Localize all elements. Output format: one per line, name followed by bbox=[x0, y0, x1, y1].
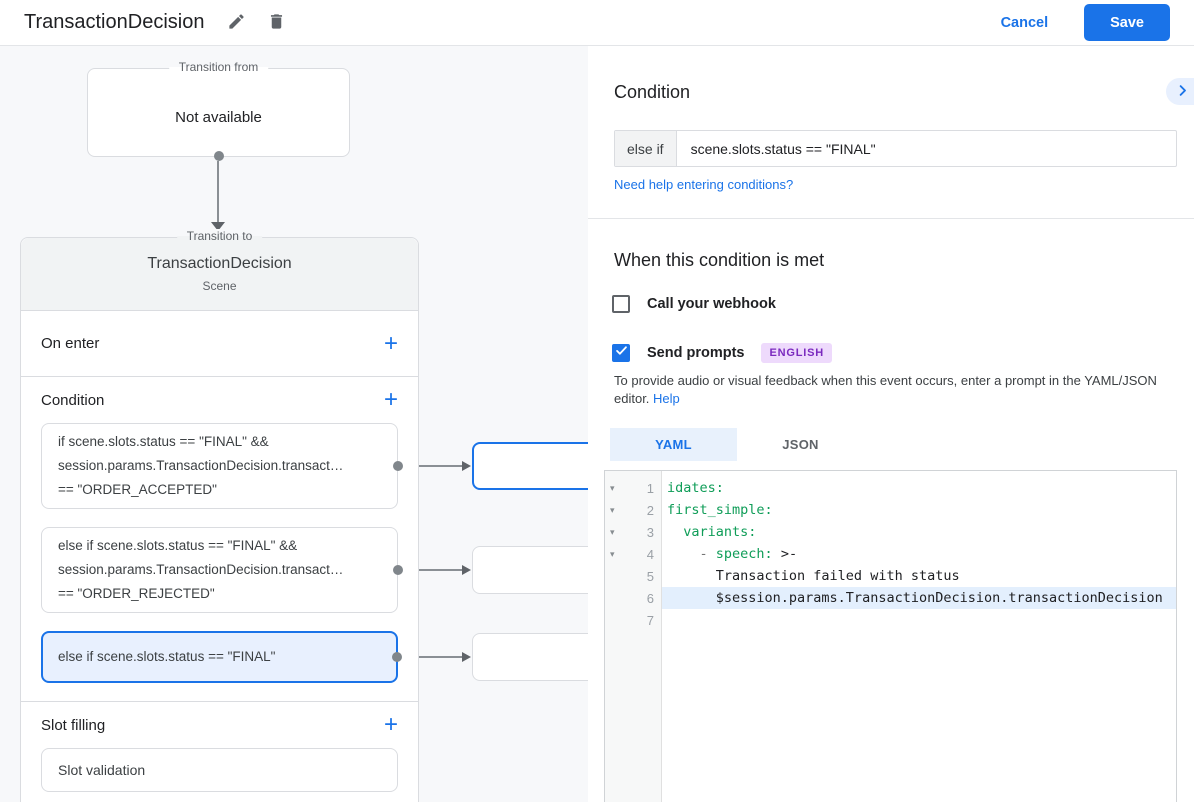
send-prompts-row[interactable]: Send prompts ENGLISH bbox=[612, 343, 832, 363]
send-prompts-checkbox-checked[interactable] bbox=[612, 344, 630, 362]
tab-yaml[interactable]: YAML bbox=[610, 428, 737, 461]
transition-to-legend: Transition to bbox=[176, 229, 263, 243]
editor-lines: ▾1 idates: ▾2 first_simple: ▾3 variants:… bbox=[605, 471, 1176, 631]
condition-arrow-1 bbox=[406, 461, 471, 471]
fold-arrow-icon[interactable]: ▾ bbox=[610, 526, 615, 537]
chevron-right-icon bbox=[1175, 83, 1190, 101]
prompts-description: To provide audio or visual feedback when… bbox=[614, 372, 1192, 408]
editor-line: 7 bbox=[646, 612, 654, 628]
checkmark-icon bbox=[615, 344, 628, 362]
add-on-enter-button[interactable]: + bbox=[383, 329, 398, 357]
condition-card-1[interactable]: if scene.slots.status == "FINAL" && sess… bbox=[41, 423, 403, 509]
condition-text-line: else if scene.slots.status == "FINAL" bbox=[58, 649, 276, 664]
scene-card-header: TransactionDecision Scene bbox=[21, 238, 418, 311]
condition-prefix: else if bbox=[615, 131, 677, 166]
fold-arrow-icon[interactable]: ▾ bbox=[610, 504, 615, 515]
yaml-code-editor[interactable]: ▾1 idates: ▾2 first_simple: ▾3 variants:… bbox=[604, 470, 1177, 802]
condition-text-line: session.params.TransactionDecision.trans… bbox=[58, 562, 344, 577]
flow-canvas: Transition from Not available Transition… bbox=[0, 46, 588, 802]
slot-filling-section-head: Slot filling + bbox=[21, 702, 418, 748]
condition-help-link[interactable]: Need help entering conditions? bbox=[614, 177, 794, 192]
editor-gutter bbox=[605, 471, 662, 802]
call-webhook-row[interactable]: Call your webhook bbox=[612, 295, 776, 313]
editor-tabs: YAML JSON bbox=[610, 428, 864, 461]
editor-line: ▾2 first_simple: bbox=[605, 499, 1176, 521]
collapse-panel-button[interactable] bbox=[1166, 78, 1194, 105]
condition-input[interactable] bbox=[676, 131, 1176, 166]
condition-arrow-3 bbox=[408, 652, 471, 662]
condition-arrow-2 bbox=[406, 565, 471, 575]
connector-dot bbox=[393, 461, 403, 471]
scene-name: TransactionDecision bbox=[147, 255, 292, 272]
page-title: TransactionDecision bbox=[24, 11, 205, 33]
condition-text-line: == "ORDER_REJECTED" bbox=[58, 586, 215, 601]
when-condition-met-title: When this condition is met bbox=[614, 250, 825, 270]
connector-line bbox=[217, 161, 219, 222]
condition-card-2[interactable]: else if scene.slots.status == "FINAL" &&… bbox=[41, 527, 403, 613]
webhook-checkbox-unchecked[interactable] bbox=[612, 295, 630, 313]
condition-text-line: session.params.TransactionDecision.trans… bbox=[58, 458, 344, 473]
fold-arrow-icon[interactable]: ▾ bbox=[610, 548, 615, 559]
webhook-label: Call your webhook bbox=[647, 296, 776, 312]
edit-title-button[interactable] bbox=[224, 11, 248, 35]
condition-text-line: if scene.slots.status == "FINAL" && bbox=[58, 434, 269, 449]
prompts-description-text: To provide audio or visual feedback when… bbox=[614, 373, 1157, 406]
tab-json[interactable]: JSON bbox=[737, 428, 864, 461]
connector-dot bbox=[214, 151, 224, 161]
add-slot-button[interactable]: + bbox=[383, 711, 398, 738]
editor-line: ▾4 - speech: >- bbox=[605, 543, 1176, 565]
condition-detail-panel: Condition else if Need help entering con… bbox=[588, 46, 1194, 802]
cancel-button[interactable]: Cancel bbox=[989, 7, 1061, 39]
send-prompts-label: Send prompts bbox=[647, 345, 745, 361]
transition-target-box-3[interactable] bbox=[472, 633, 588, 681]
fold-arrow-icon[interactable]: ▾ bbox=[610, 482, 615, 493]
section-divider bbox=[21, 701, 418, 702]
transition-target-box-2[interactable] bbox=[472, 546, 588, 594]
connector-dot bbox=[392, 652, 402, 662]
scene-type-label: Scene bbox=[202, 279, 237, 293]
editor-line: ▾1 idates: bbox=[605, 477, 1176, 499]
condition-input-group: else if bbox=[614, 130, 1177, 167]
trash-icon bbox=[267, 12, 286, 34]
arrow-down-icon bbox=[211, 222, 225, 231]
slot-validation-card[interactable]: Slot validation bbox=[41, 748, 398, 792]
transition-target-box-1[interactable] bbox=[472, 442, 588, 490]
slot-filling-label: Slot filling bbox=[41, 716, 106, 734]
on-enter-label: On enter bbox=[41, 335, 100, 352]
top-bar: TransactionDecision Cancel Save bbox=[0, 0, 1194, 46]
editor-line: 5 Transaction failed with status bbox=[646, 568, 960, 584]
pencil-icon bbox=[227, 12, 246, 34]
transition-from-box[interactable]: Transition from Not available bbox=[87, 60, 350, 161]
delete-scene-button[interactable] bbox=[264, 11, 288, 35]
transition-from-value: Not available bbox=[175, 109, 262, 126]
language-badge: ENGLISH bbox=[761, 343, 832, 363]
condition-text-line: == "ORDER_ACCEPTED" bbox=[58, 482, 217, 497]
condition-card-3-selected[interactable]: else if scene.slots.status == "FINAL" bbox=[41, 631, 402, 683]
on-enter-row: On enter + bbox=[21, 311, 418, 377]
connector-dot bbox=[393, 565, 403, 575]
condition-text-line: else if scene.slots.status == "FINAL" && bbox=[58, 538, 298, 553]
editor-line: ▾3 variants: bbox=[605, 521, 1176, 543]
condition-section-head: Condition + bbox=[21, 377, 418, 423]
add-condition-button[interactable]: + bbox=[383, 386, 398, 413]
scene-card: Transition to TransactionDecision Scene … bbox=[20, 229, 419, 802]
condition-section-label: Condition bbox=[41, 391, 105, 409]
editor-line-highlighted: 6 $session.params.TransactionDecision.tr… bbox=[605, 587, 1176, 609]
help-link[interactable]: Help bbox=[653, 391, 680, 406]
save-button[interactable]: Save bbox=[1084, 4, 1170, 41]
transition-from-legend: Transition from bbox=[168, 60, 269, 74]
panel-title: Condition bbox=[614, 82, 691, 102]
panel-divider bbox=[588, 218, 1194, 219]
